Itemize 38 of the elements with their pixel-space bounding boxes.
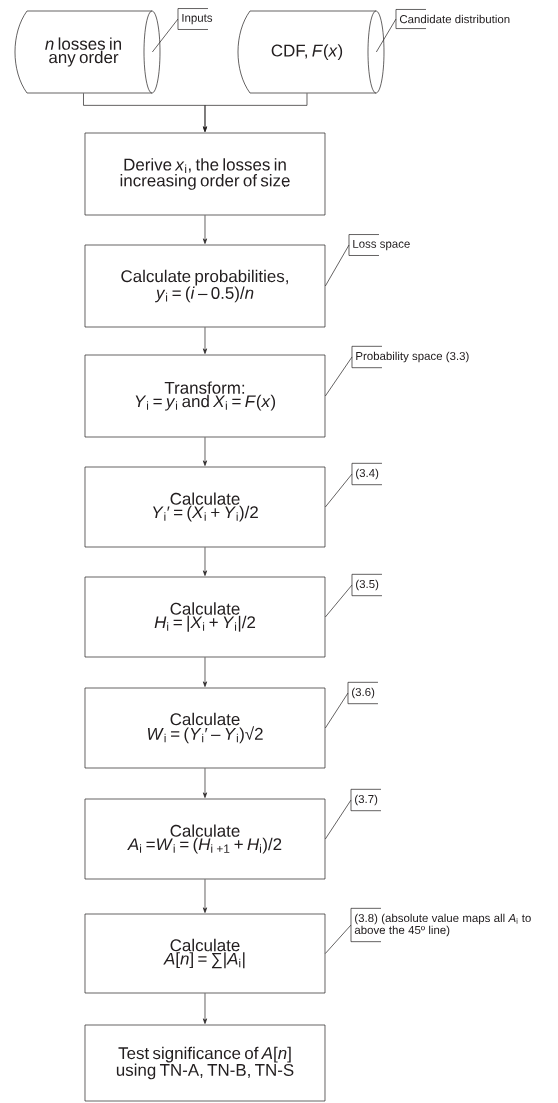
process-box: Calculate A$_{i}$ =W$_{i}$ = (H$_{i +1}$ + H$_{i}$)/2 [84,798,326,880]
process-box: Transform: Y$_{i}$ = y$_{i}$ and X$_{i}$ = F(x) [84,354,326,438]
arrow [202,879,208,913]
callout-bracket: Loss space [348,234,410,256]
callout-bracket: (3.6) [347,681,379,705]
process-box: Calculate H$_{i}$ = |X$_{i}$ + Y$_{i}$|/2 [84,576,326,658]
leader-line [376,18,397,53]
leader-line [325,584,353,618]
callout-bracket: Probability space (3.3) [351,345,469,369]
connector-arrow [202,93,308,132]
callout-bracket: (3.5) [351,573,383,597]
leader-line [325,356,353,397]
leader-line [325,692,349,729]
leader-line [325,924,352,954]
callout-bracket: Candidate distribution [395,9,510,29]
process-box: Test significance ofA[n] using TN-A, TN-B, TN-S [84,1024,326,1102]
callout-bracket: (3.7) [350,788,382,812]
callout-bracket: Inputs [177,8,213,30]
leader-line [152,18,179,53]
process-box: Calculate A[n] = ∑|A$_{i}$| [84,913,326,994]
leader-line [325,799,352,840]
data-cylinder: CDF, F(x) [237,10,385,94]
callout-bracket: (3.8) (absolute value maps all A$_{i}$ to above the 45º line) [350,908,531,942]
process-box: Calculate W$_{i}$ = (Y$_{i}$′ – Y$_{i}$)√2 [84,687,326,769]
arrow [202,993,208,1024]
callout-bracket: (3.4) [351,462,383,486]
arrow [202,547,208,576]
data-cylinder: n losses in any order [14,10,161,94]
arrow [202,657,208,687]
process-box: Calculate probabilities, y$_{i}$ = (i – 0.5)/n [84,244,326,328]
leader-line [325,473,353,508]
arrow [202,327,208,354]
arrow [202,437,208,466]
leader-line [325,244,350,287]
process-box: Calculate Y$_{i}$′ = (X$_{i}$ + Y$_{i}$)/2 [84,466,326,548]
arrow [202,215,208,244]
process-box: Derive x$_{i}$, the losses in increasing order of size [84,132,326,216]
arrow [202,768,208,798]
